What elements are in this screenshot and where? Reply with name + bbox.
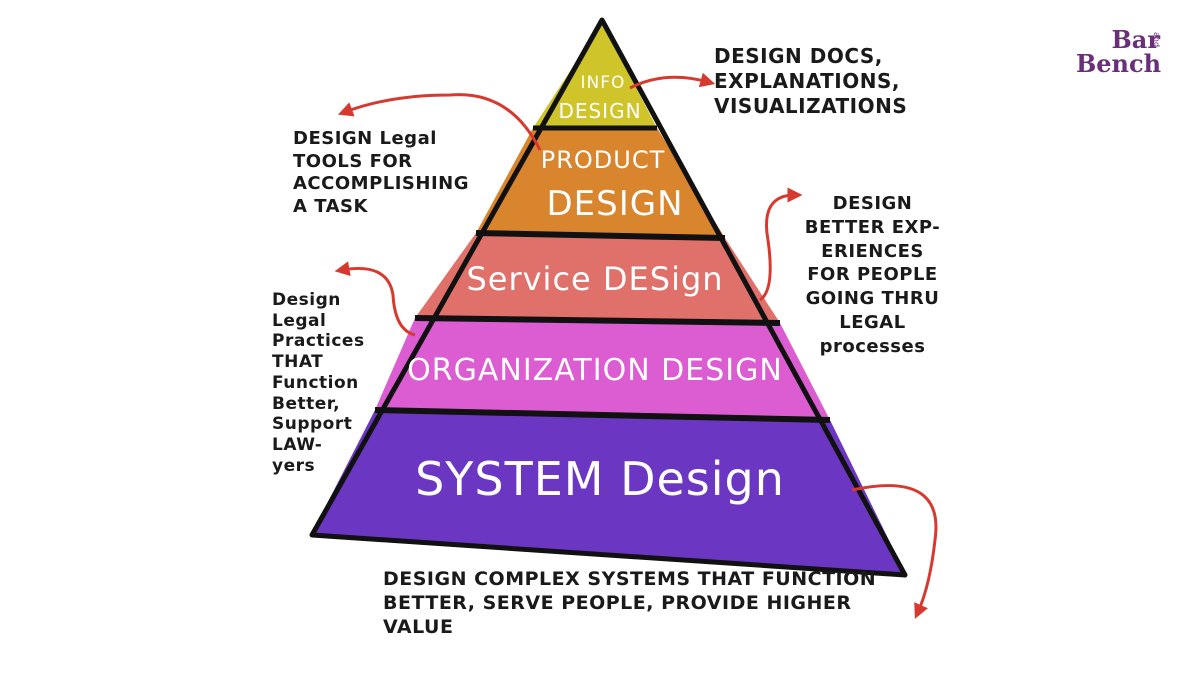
tier-divider: [414, 315, 781, 326]
tier-system-label: SYSTEM Design: [415, 452, 785, 506]
annotation-system: DESIGN COMPLEX SYSTEMS THAT FUNCTION BET…: [383, 568, 877, 638]
tier-info-label-2: DESIGN: [558, 99, 641, 123]
tier-divider: [374, 407, 831, 423]
tier-organization-design: [375, 318, 830, 420]
pyramid-outline: [309, 17, 908, 578]
annotation-organization: Design Legal Practices THAT Function Bet…: [272, 290, 365, 476]
logo-and: and: [1152, 32, 1161, 48]
tier-product-label-1: PRODUCT: [541, 146, 666, 174]
annotation-product: DESIGN Legal TOOLS FOR ACCOMPLISHING A T…: [293, 128, 469, 217]
arrow-info: [629, 72, 716, 90]
tier-organization-label: ORGANIZATION DESIGN: [407, 353, 783, 388]
arrow-organization: [334, 261, 416, 337]
tier-service-label: Service DESign: [466, 260, 723, 298]
arrow-product: [337, 93, 542, 151]
tier-divider: [475, 230, 726, 241]
logo-line-2: Bench: [1076, 49, 1162, 78]
tier-service-design: [415, 233, 780, 323]
arrow-service: [759, 187, 803, 302]
annotation-info: DESIGN DOCS, EXPLANATIONS, VISUALIZATION…: [714, 44, 908, 118]
tier-product-label-2: DESIGN: [546, 184, 683, 224]
tier-info-design: [533, 22, 657, 128]
annotation-service: DESIGN BETTER EXP- ERIENCES FOR PEOPLE G…: [804, 193, 941, 357]
tier-system-design: [312, 410, 905, 573]
arrow-system: [851, 484, 938, 619]
bar-and-bench-logo: Bar and Bench: [1076, 25, 1162, 78]
tier-info-label-1: INFO: [581, 73, 626, 93]
tier-product-design: [476, 128, 725, 238]
logo-line-1: Bar: [1111, 25, 1160, 54]
